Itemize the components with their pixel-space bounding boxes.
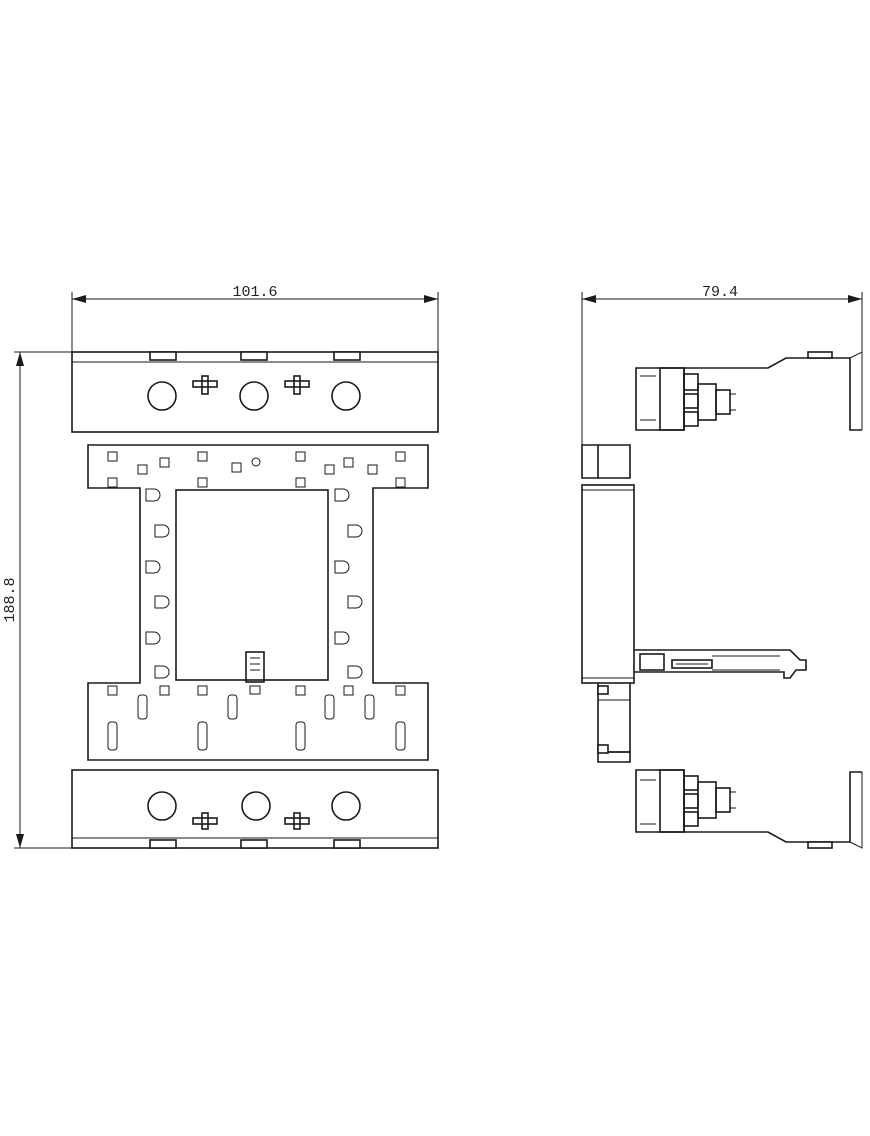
height-dimension: 188.8 [2,351,72,849]
frame-top-holes [107,451,406,488]
width-dimension: 101.6 [71,284,439,352]
frame-bottom-slots [107,685,406,751]
center-latch [245,651,265,695]
height-dimension-label: 188.8 [2,577,19,622]
mounting-frame [87,444,429,761]
side-view: 79.4 [581,284,863,849]
upper-contact-assembly [635,351,863,431]
depth-dimension-label: 79.4 [702,284,738,301]
width-dimension-label: 101.6 [232,284,277,301]
depth-dimension: 79.4 [581,284,863,445]
frame-right-slots [334,488,363,679]
bottom-terminal-block [71,769,439,849]
frame-left-slots [145,488,170,679]
lower-contact-assembly [635,769,863,849]
front-view: 101.6 188.8 [2,284,439,849]
middle-latch [634,649,807,679]
top-terminal-block [71,351,439,433]
side-housing [581,444,635,763]
